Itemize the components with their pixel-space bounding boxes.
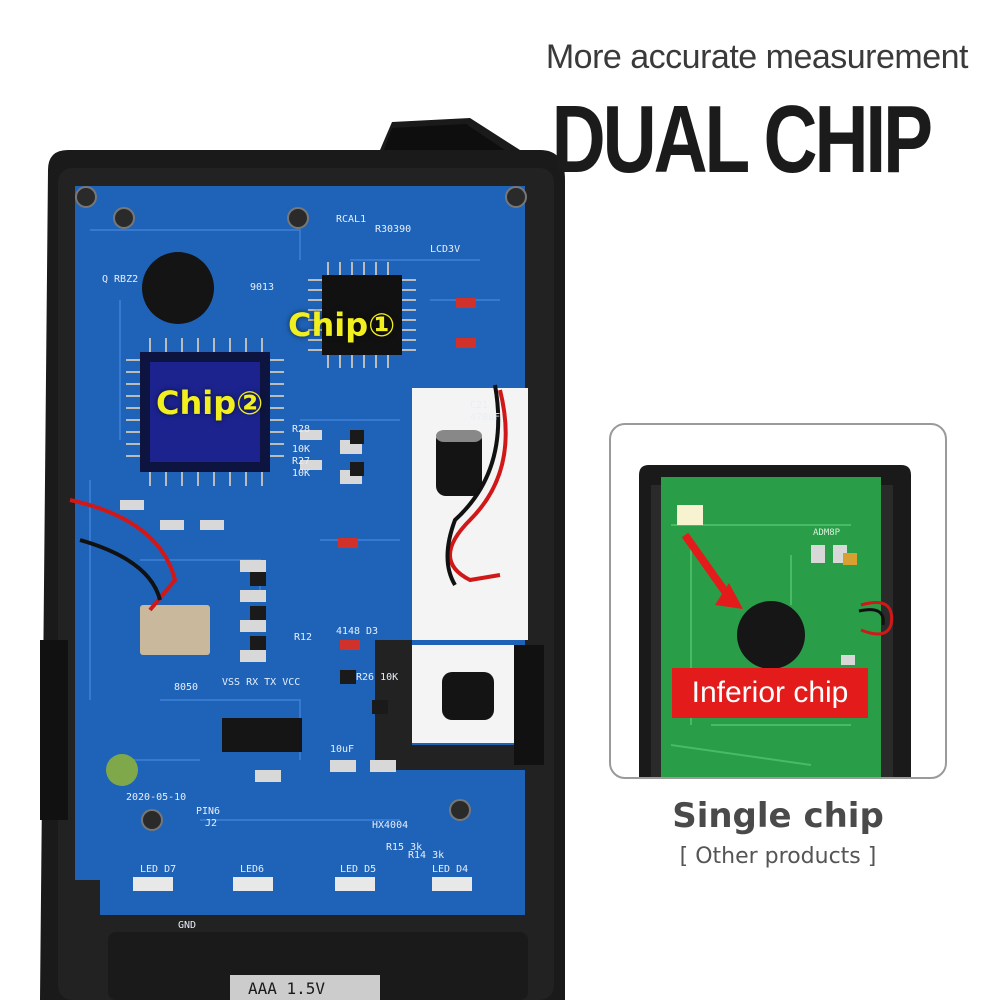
svg-text:R28: R28 <box>292 424 310 435</box>
buzzer <box>142 252 214 324</box>
headline: DUAL CHIP <box>551 86 933 193</box>
svg-text:AAA 1.5V: AAA 1.5V <box>248 979 325 998</box>
inset-device-photo: ADM8P <box>639 465 911 777</box>
inferior-chip-label: Inferior chip <box>672 668 868 718</box>
svg-text:C21: C21 <box>470 400 488 411</box>
svg-text:9013: 9013 <box>250 282 274 293</box>
svg-text:LED D4: LED D4 <box>432 864 468 875</box>
svg-text:LED D7: LED D7 <box>140 864 176 875</box>
chip1-package <box>322 275 402 355</box>
svg-text:R12: R12 <box>294 632 312 643</box>
svg-text:PIN6: PIN6 <box>196 806 220 817</box>
svg-text:10uF: 10uF <box>330 744 354 755</box>
svg-text:8050: 8050 <box>174 682 198 693</box>
svg-text:LED D5: LED D5 <box>340 864 376 875</box>
inset-board-text: ADM8P <box>813 528 841 538</box>
chip1-label: Chip① <box>288 306 396 344</box>
svg-text:HX4004: HX4004 <box>372 820 408 831</box>
svg-text:R27: R27 <box>292 456 310 467</box>
svg-text:10K: 10K <box>292 444 310 455</box>
svg-text:470uF: 470uF <box>470 412 500 423</box>
svg-text:GND: GND <box>178 920 196 931</box>
chip2-label: Chip② <box>156 384 264 422</box>
battery-holder <box>108 932 528 1000</box>
tagline: More accurate measurement <box>545 38 969 76</box>
other-products-label: [ Other products ] <box>679 844 877 869</box>
svg-text:10K: 10K <box>292 468 310 479</box>
capacitor-small <box>442 672 494 720</box>
svg-text:D3: D3 <box>366 626 378 637</box>
svg-text:4148: 4148 <box>336 626 360 637</box>
single-chip-blob <box>737 601 805 669</box>
svg-text:R14 3k: R14 3k <box>408 850 444 861</box>
svg-text:2020-05-10: 2020-05-10 <box>126 792 186 803</box>
svg-text:RCAL1: RCAL1 <box>336 214 366 225</box>
svg-text:R26 10K: R26 10K <box>356 672 398 683</box>
svg-text:J2: J2 <box>205 818 217 829</box>
svg-text:R30390: R30390 <box>375 224 411 235</box>
comparison-inset: ADM8P <box>609 423 947 779</box>
svg-text:Q RBZ2: Q RBZ2 <box>102 274 138 285</box>
svg-text:VSS RX TX VCC: VSS RX TX VCC <box>222 677 300 688</box>
svg-text:LCD3V: LCD3V <box>430 244 460 255</box>
single-chip-label: Single chip <box>672 796 884 836</box>
svg-text:R15 3k: R15 3k <box>386 842 422 853</box>
capacitor-large <box>436 430 482 496</box>
svg-text:LED6: LED6 <box>240 864 264 875</box>
